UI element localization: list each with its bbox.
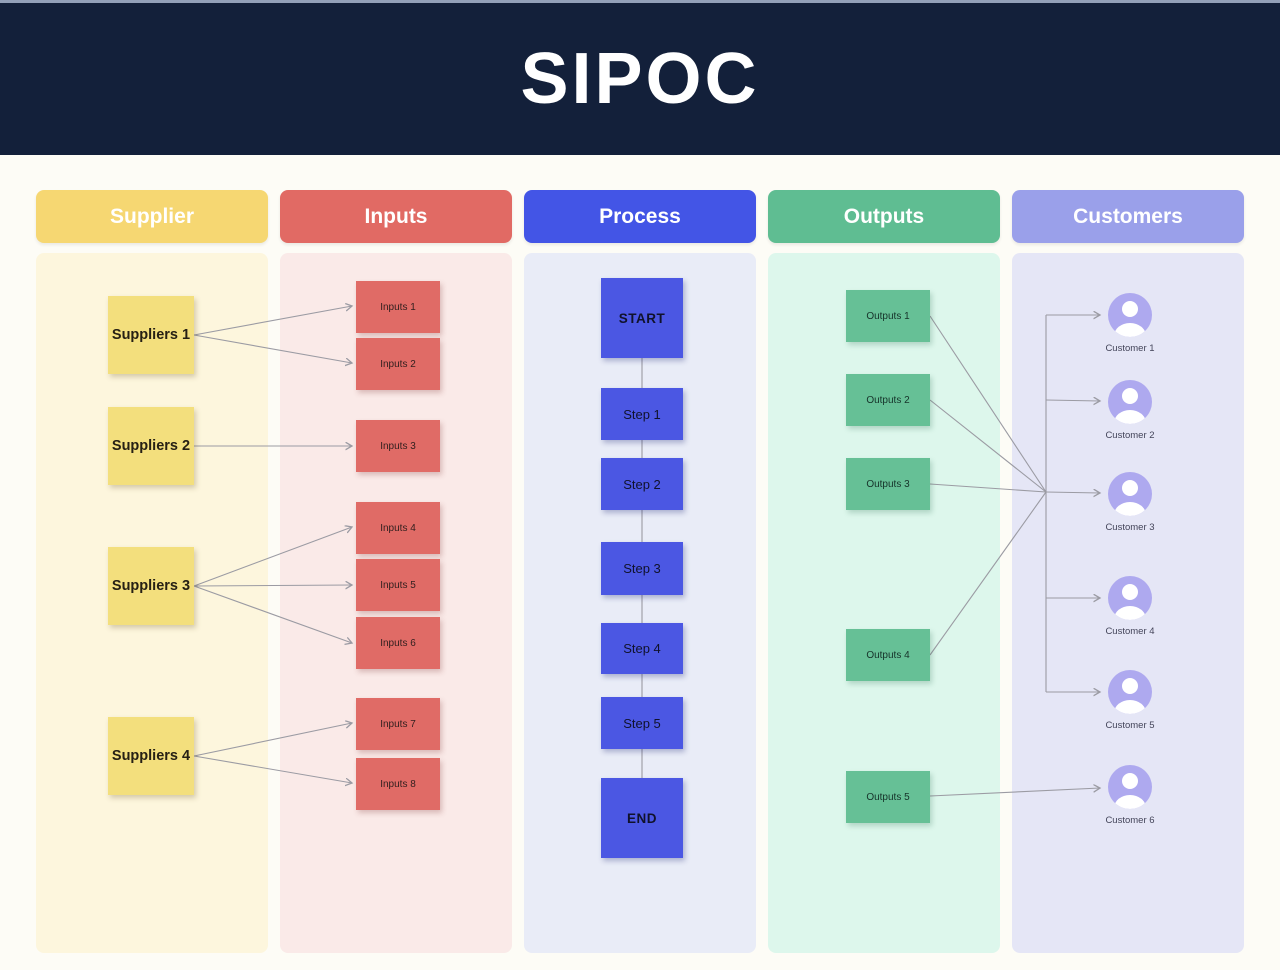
supplier-node-3[interactable]: Suppliers 3 [108,547,194,625]
user-avatar-icon[interactable] [1108,380,1152,424]
process-node-step3[interactable]: Step 3 [601,542,683,595]
customer-label-6: Customer 6 [1105,815,1155,826]
process-node-step4[interactable]: Step 4 [601,623,683,674]
customer-label-3: Customer 3 [1105,522,1155,533]
column-header-process: Process [524,190,756,243]
input-node-4[interactable]: Inputs 4 [356,502,440,554]
input-node-1[interactable]: Inputs 1 [356,281,440,333]
supplier-node-2[interactable]: Suppliers 2 [108,407,194,485]
customer-label-4: Customer 4 [1105,626,1155,637]
page-title: SIPOC [520,39,760,119]
output-node-5[interactable]: Outputs 5 [846,771,930,823]
input-node-8[interactable]: Inputs 8 [356,758,440,810]
process-node-step1[interactable]: Step 1 [601,388,683,440]
user-avatar-icon[interactable] [1108,293,1152,337]
process-node-start[interactable]: START [601,278,683,358]
output-node-3[interactable]: Outputs 3 [846,458,930,510]
input-node-2[interactable]: Inputs 2 [356,338,440,390]
user-avatar-icon[interactable] [1108,765,1152,809]
process-node-step2[interactable]: Step 2 [601,458,683,510]
customer-label-1: Customer 1 [1105,343,1155,354]
supplier-node-4[interactable]: Suppliers 4 [108,717,194,795]
input-node-6[interactable]: Inputs 6 [356,617,440,669]
user-avatar-icon[interactable] [1108,576,1152,620]
user-avatar-icon[interactable] [1108,670,1152,714]
outputs-panel [768,253,1000,953]
title-bar: SIPOC [0,0,1280,155]
output-node-1[interactable]: Outputs 1 [846,290,930,342]
input-node-7[interactable]: Inputs 7 [356,698,440,750]
customer-label-5: Customer 5 [1105,720,1155,731]
column-header-customers: Customers [1012,190,1244,243]
process-node-step5[interactable]: Step 5 [601,697,683,749]
input-node-5[interactable]: Inputs 5 [356,559,440,611]
process-node-end[interactable]: END [601,778,683,858]
input-node-3[interactable]: Inputs 3 [356,420,440,472]
column-header-supplier: Supplier [36,190,268,243]
user-avatar-icon[interactable] [1108,472,1152,516]
customer-label-2: Customer 2 [1105,430,1155,441]
column-header-inputs: Inputs [280,190,512,243]
supplier-node-1[interactable]: Suppliers 1 [108,296,194,374]
output-node-2[interactable]: Outputs 2 [846,374,930,426]
output-node-4[interactable]: Outputs 4 [846,629,930,681]
column-header-outputs: Outputs [768,190,1000,243]
